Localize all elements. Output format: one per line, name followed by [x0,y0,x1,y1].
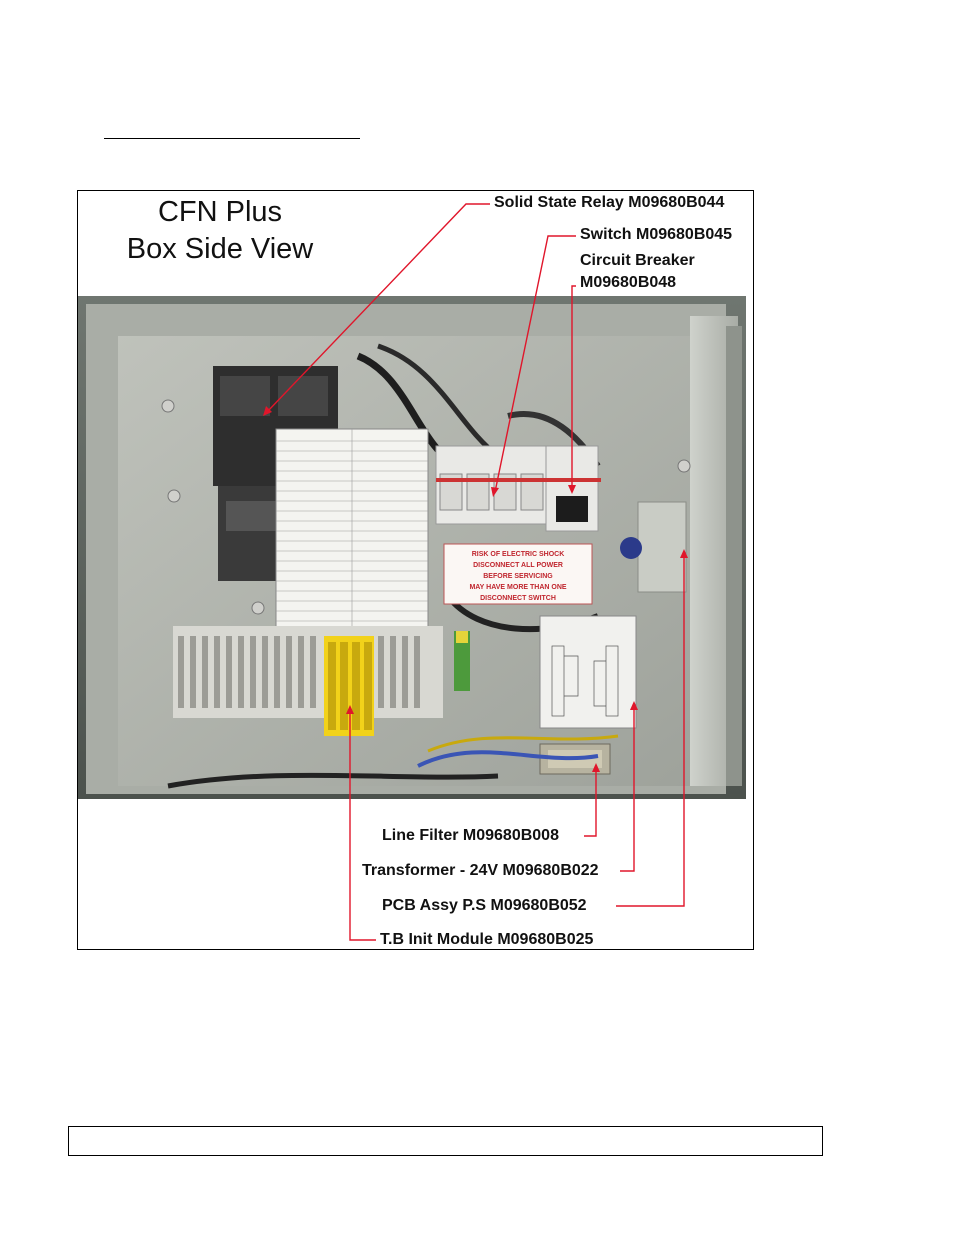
label-solid-state-relay: Solid State Relay M09680B044 [494,194,725,211]
figure-title-line2: Box Side View [126,233,314,265]
label-line-filter: Line Filter M09680B008 [382,827,559,844]
figure-title: CFN Plus Box Side View [100,194,340,268]
label-circuit-breaker-line2: M09680B048 [580,274,677,291]
label-tb-init-module: T.B Init Module M09680B025 [380,931,594,948]
enclosure-photo: RISK OF ELECTRIC SHOCK DISCONNECT ALL PO… [78,296,746,799]
label-pcb-assy: PCB Assy P.S M09680B052 [382,897,587,914]
label-circuit-breaker-line1: Circuit Breaker [580,252,695,269]
warning-line5: DISCONNECT SWITCH [480,595,556,602]
figure-title-line1: CFN Plus [157,196,283,228]
footer-box [68,1126,823,1156]
label-switch: Switch M09680B045 [580,226,733,243]
label-transformer: Transformer - 24V M09680B022 [362,862,599,879]
warning-line3: BEFORE SERVICING [483,573,553,580]
warning-line4: MAY HAVE MORE THAN ONE [469,584,566,591]
heading-underline [104,138,360,139]
warning-line2: DISCONNECT ALL POWER [473,562,563,569]
warning-line1: RISK OF ELECTRIC SHOCK [472,551,565,558]
